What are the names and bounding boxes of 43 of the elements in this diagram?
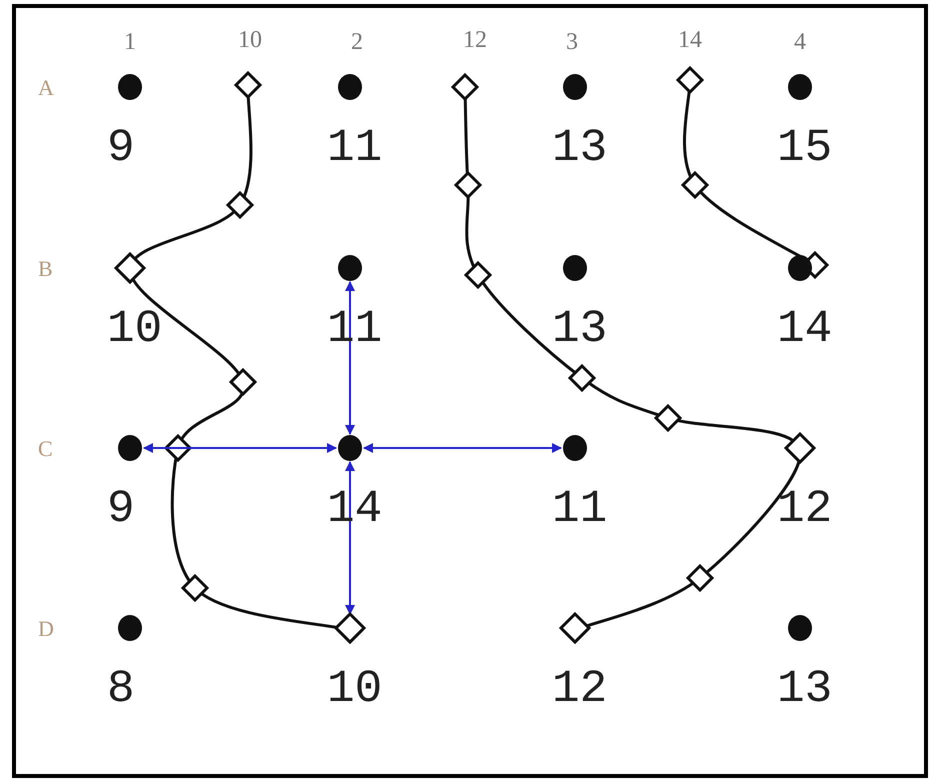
value-label: 8: [107, 666, 135, 712]
grid-dot: [563, 74, 587, 100]
value-label: 10: [327, 666, 382, 712]
grid-dot: [788, 255, 812, 281]
grid-dot: [118, 435, 142, 461]
diamond-marker: [114, 252, 146, 284]
grid-dot: [118, 615, 142, 641]
column-label: 14: [678, 28, 702, 52]
grid-dot: [118, 74, 142, 100]
grid-dot: [338, 255, 362, 281]
grid-dot: [563, 255, 587, 281]
row-label: C: [38, 438, 53, 460]
value-label: 10: [107, 306, 162, 352]
value-label: 11: [327, 125, 382, 171]
grid-dot: [563, 435, 587, 461]
value-label: 13: [552, 125, 608, 171]
diamond-marker: [784, 432, 816, 464]
value-label: 15: [777, 125, 832, 171]
value-label: 12: [552, 666, 608, 712]
row-label: D: [38, 618, 54, 640]
column-label: 2: [351, 30, 363, 54]
value-label: 11: [552, 486, 608, 532]
grid-dot: [338, 74, 362, 100]
grid-dot: [338, 435, 362, 461]
value-label: 13: [552, 306, 608, 352]
diamond-marker: [334, 612, 366, 644]
column-label: 12: [463, 28, 487, 52]
value-label: 13: [777, 666, 832, 712]
column-label: 4: [794, 30, 806, 54]
diamond-marker: [558, 612, 592, 644]
column-label: 3: [566, 30, 578, 54]
column-label: 1: [124, 30, 136, 54]
value-label: 14: [777, 306, 832, 352]
grid-dot: [788, 74, 812, 100]
double-arrow: [363, 443, 562, 453]
grid-dot: [788, 615, 812, 641]
value-label: 9: [107, 486, 135, 532]
value-label: 12: [777, 486, 832, 532]
row-label: B: [38, 258, 53, 280]
row-label: A: [38, 77, 54, 99]
column-label: 10: [238, 28, 262, 52]
double-arrow: [143, 443, 337, 453]
value-label: 9: [107, 125, 135, 171]
